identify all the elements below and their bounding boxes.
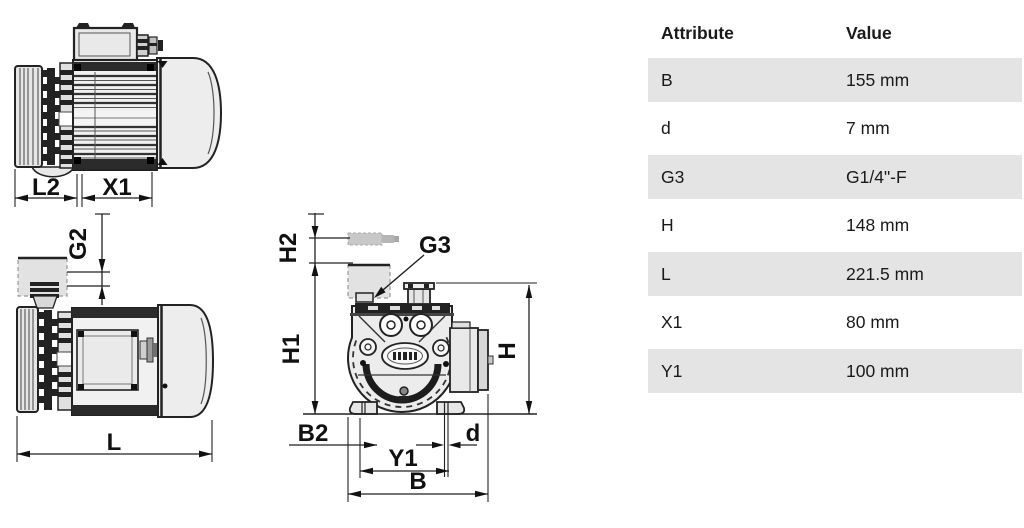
attribute-cell: Y1 bbox=[661, 360, 683, 381]
dim-label-g2: G2 bbox=[65, 228, 92, 260]
phantom-fitting bbox=[347, 232, 399, 246]
attribute-cell: H bbox=[661, 215, 674, 235]
technical-drawing: L2 X1 G2 bbox=[14, 23, 537, 502]
value-cell: 148 mm bbox=[846, 215, 910, 235]
front-view-drawing: H2 H1 bbox=[275, 213, 537, 502]
table-row: X1 80 mm bbox=[648, 300, 1022, 345]
table-row: d 7 mm bbox=[648, 106, 1022, 151]
attribute-table: Attribute Value B 155 mm d 7 mm G3 G1/4"… bbox=[648, 12, 1022, 398]
value-cell: 80 mm bbox=[846, 312, 900, 332]
table-row: L 221.5 mm bbox=[648, 252, 1022, 296]
dim-label-h1: H1 bbox=[278, 334, 305, 365]
value-cell: G1/4"-F bbox=[846, 166, 907, 187]
motor-end bbox=[449, 327, 479, 393]
nameplate bbox=[381, 342, 429, 370]
side-view-drawing: L2 X1 bbox=[14, 23, 223, 207]
table-row: B 155 mm bbox=[648, 58, 1022, 102]
dim-label-l2: L2 bbox=[32, 174, 60, 201]
dim-label-x1: X1 bbox=[102, 174, 131, 201]
value-cell: 221.5 mm bbox=[846, 263, 924, 284]
table-row: Y1 100 mm bbox=[648, 349, 1022, 393]
attribute-cell: B bbox=[661, 69, 673, 90]
dim-label-g3: G3 bbox=[419, 232, 451, 259]
attribute-cell: d bbox=[661, 118, 671, 138]
fan-cover bbox=[156, 57, 223, 169]
top-view-drawing: G2 bbox=[16, 213, 215, 462]
table-row: H 148 mm bbox=[648, 203, 1022, 248]
value-cell: 7 mm bbox=[846, 118, 890, 138]
attribute-cell: G3 bbox=[661, 166, 685, 187]
table-header-row: Attribute Value bbox=[648, 12, 1022, 54]
dim-label-h2: H2 bbox=[275, 233, 302, 264]
table-body: B 155 mm d 7 mm G3 G1/4"-F H 148 mm L 22… bbox=[648, 58, 1022, 393]
vacuum-port bbox=[403, 282, 435, 305]
attribute-header: Attribute bbox=[661, 22, 734, 43]
dim-label-l: L bbox=[107, 429, 122, 456]
mounting-plate bbox=[76, 329, 139, 391]
g3-port bbox=[355, 292, 374, 303]
dim-label-h: H bbox=[494, 342, 521, 359]
dim-label-d: d bbox=[466, 420, 481, 447]
cable-gland bbox=[136, 34, 163, 57]
table-row: G3 G1/4"-F bbox=[648, 155, 1022, 199]
attribute-cell: L bbox=[661, 263, 671, 284]
dim-label-b2: B2 bbox=[298, 420, 329, 447]
value-header: Value bbox=[846, 22, 892, 43]
dim-label-y1: Y1 bbox=[388, 445, 417, 472]
attribute-cell: X1 bbox=[661, 312, 683, 332]
value-cell: 155 mm bbox=[846, 69, 910, 90]
dim-label-b: B bbox=[409, 468, 426, 495]
value-cell: 100 mm bbox=[846, 360, 910, 381]
